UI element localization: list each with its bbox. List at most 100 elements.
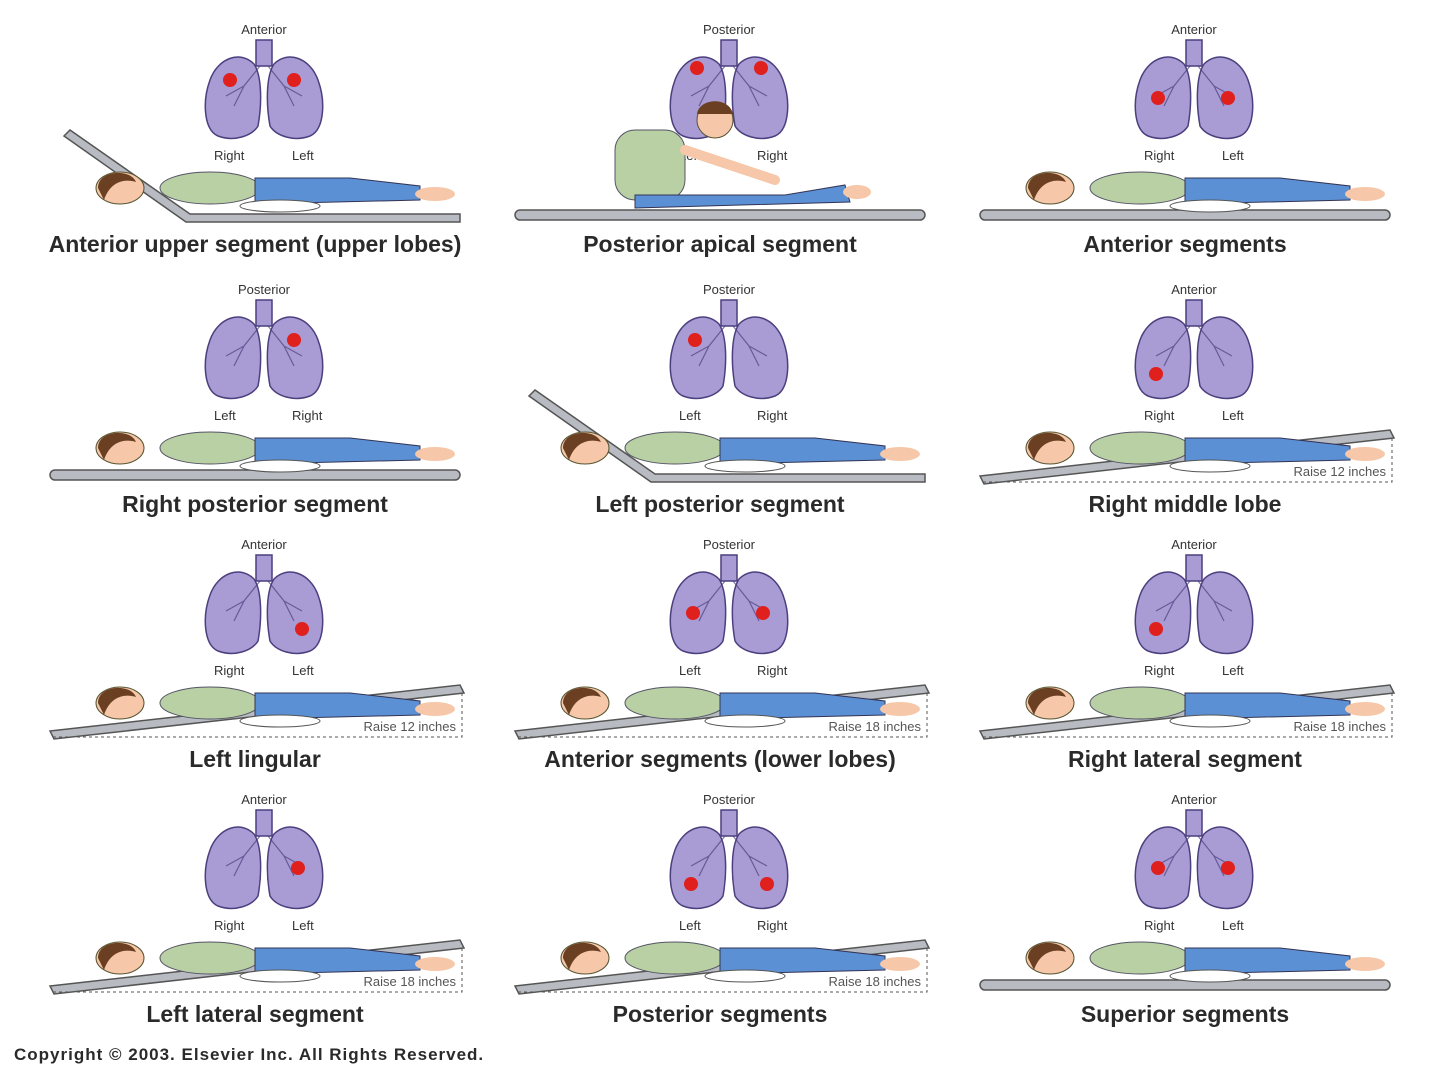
patient-figure [1025,686,1385,728]
position-caption: Posterior segments [612,1001,828,1027]
trachea-icon [720,39,738,67]
patient-figure [95,941,455,983]
side-label-left: Right [214,918,245,933]
trachea-icon [1185,299,1203,327]
side-label-right: Left [292,918,314,933]
side-label-right: Right [757,148,788,163]
target-segment-icon [1221,861,1235,875]
patient-figure [95,686,455,728]
trachea-icon [720,299,738,327]
raise-label: Raise 12 inches [364,719,457,734]
raise-label: Raise 18 inches [1294,719,1387,734]
lung-left-icon [204,571,262,655]
target-segment-icon [684,877,698,891]
patient-figure [95,431,455,473]
lung-view-label: Anterior [1171,282,1217,297]
lung-right-icon [1196,316,1254,400]
lung-view-label: Posterior [703,22,756,37]
lung-view-label: Anterior [1171,537,1217,552]
target-segment-icon [690,61,704,75]
patient-figure [560,941,920,983]
trachea-icon [1185,809,1203,837]
side-label-left: Right [214,148,245,163]
patient-figure [1025,171,1385,213]
lung-view-label: Anterior [1171,22,1217,37]
side-label-right: Right [757,408,788,423]
lung-right-icon [731,316,789,400]
side-label-left: Left [679,408,701,423]
trachea-icon [720,809,738,837]
side-label-right: Right [292,408,323,423]
side-label-left: Left [679,663,701,678]
side-label-left: Right [1144,663,1175,678]
trachea-icon [255,39,273,67]
lung-right-icon [731,826,789,910]
target-segment-icon [686,606,700,620]
lung-view-label: Posterior [703,537,756,552]
position-caption: Left posterior segment [595,491,845,517]
target-segment-icon [760,877,774,891]
drainage-table [514,209,926,221]
lung-left-icon [204,826,262,910]
target-segment-icon [1221,91,1235,105]
target-segment-icon [223,73,237,87]
drainage-table [979,979,1391,991]
side-label-left: Right [1144,148,1175,163]
position-caption: Left lateral segment [146,1001,364,1027]
target-segment-icon [756,606,770,620]
position-caption: Right middle lobe [1088,491,1282,517]
target-segment-icon [295,622,309,636]
lung-left-icon [204,316,262,400]
trachea-icon [255,809,273,837]
lung-right-icon [266,316,324,400]
lung-right-icon [731,56,789,140]
raise-label: Raise 18 inches [829,974,922,989]
drainage-table [62,129,461,223]
lung-view-label: Posterior [703,282,756,297]
position-caption: Posterior apical segment [583,231,857,257]
lung-left-icon [204,56,262,140]
raise-label: Raise 18 inches [364,974,457,989]
patient-figure [560,686,920,728]
patient-figure [95,171,455,213]
side-label-right: Right [757,663,788,678]
target-segment-icon [1149,622,1163,636]
position-caption: Right lateral segment [1068,746,1302,772]
side-label-left: Right [214,663,245,678]
drainage-table [979,209,1391,221]
patient-figure [614,101,871,209]
lung-right-icon [266,56,324,140]
side-label-left: Left [214,408,236,423]
lung-view-label: Posterior [703,792,756,807]
side-label-right: Left [292,663,314,678]
lung-view-label: Anterior [241,22,287,37]
lung-left-icon [1134,571,1192,655]
lung-right-icon [266,571,324,655]
side-label-right: Left [1222,148,1244,163]
raise-label: Raise 18 inches [829,719,922,734]
position-caption: Anterior segments (lower lobes) [544,746,896,772]
side-label-left: Left [679,918,701,933]
